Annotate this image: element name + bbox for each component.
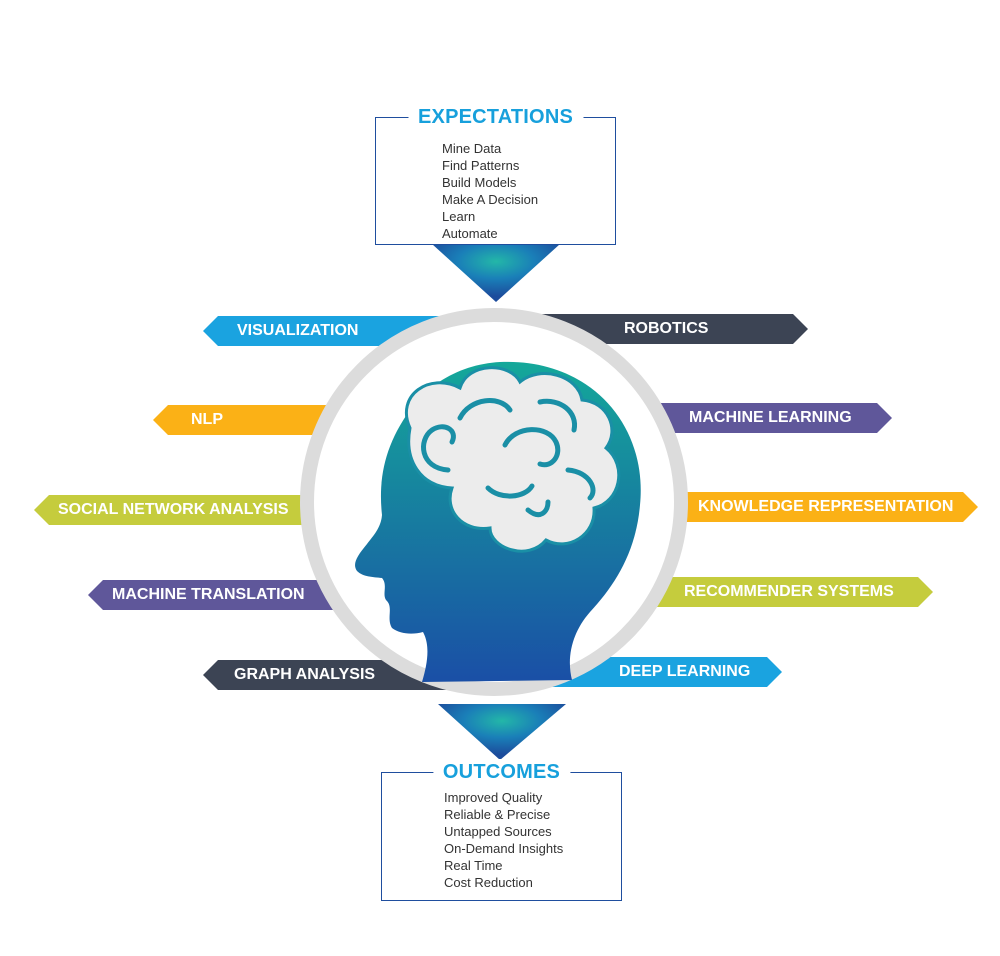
expectations-box: EXPECTATIONS Mine Data Find Patterns Bui… bbox=[375, 104, 616, 245]
outcomes-box: OUTCOMES Improved Quality Reliable & Pre… bbox=[381, 759, 622, 901]
list-item: Automate bbox=[442, 226, 498, 241]
banner-label: NLP bbox=[191, 411, 223, 428]
list-item: Learn bbox=[442, 209, 476, 224]
list-item: Make A Decision bbox=[442, 192, 539, 207]
list-item: Build Models bbox=[442, 175, 517, 190]
brain-icon bbox=[404, 366, 621, 553]
banner-label: SOCIAL NETWORK ANALYSIS bbox=[58, 501, 289, 518]
list-item: Find Patterns bbox=[442, 158, 520, 173]
expectations-title: EXPECTATIONS bbox=[407, 104, 584, 130]
banner-label: GRAPH ANALYSIS bbox=[234, 666, 376, 683]
banner-label: DEEP LEARNING bbox=[619, 663, 751, 680]
list-item: Mine Data bbox=[442, 141, 502, 156]
down-arrow-icon-top bbox=[432, 244, 560, 302]
list-item: Cost Reduction bbox=[444, 875, 533, 890]
outcomes-title: OUTCOMES bbox=[432, 759, 571, 785]
list-item: Improved Quality bbox=[444, 790, 543, 805]
banner-label: RECOMMENDER SYSTEMS bbox=[684, 583, 894, 600]
banner-label: ROBOTICS bbox=[624, 320, 709, 337]
banner-label: VISUALIZATION bbox=[237, 322, 359, 339]
outcomes-list: Improved Quality Reliable & Precise Unta… bbox=[444, 789, 563, 891]
expectations-list: Mine Data Find Patterns Build Models Mak… bbox=[442, 140, 538, 242]
banner-label: KNOWLEDGE REPRESENTATION bbox=[698, 498, 954, 515]
list-item: Untapped Sources bbox=[444, 824, 552, 839]
list-item: On-Demand Insights bbox=[444, 841, 564, 856]
list-item: Reliable & Precise bbox=[444, 807, 551, 822]
list-item: Real Time bbox=[444, 858, 503, 873]
banner-label: MACHINE TRANSLATION bbox=[112, 586, 305, 603]
banner-label: MACHINE LEARNING bbox=[689, 409, 852, 426]
down-arrow-icon-bottom bbox=[438, 704, 566, 760]
